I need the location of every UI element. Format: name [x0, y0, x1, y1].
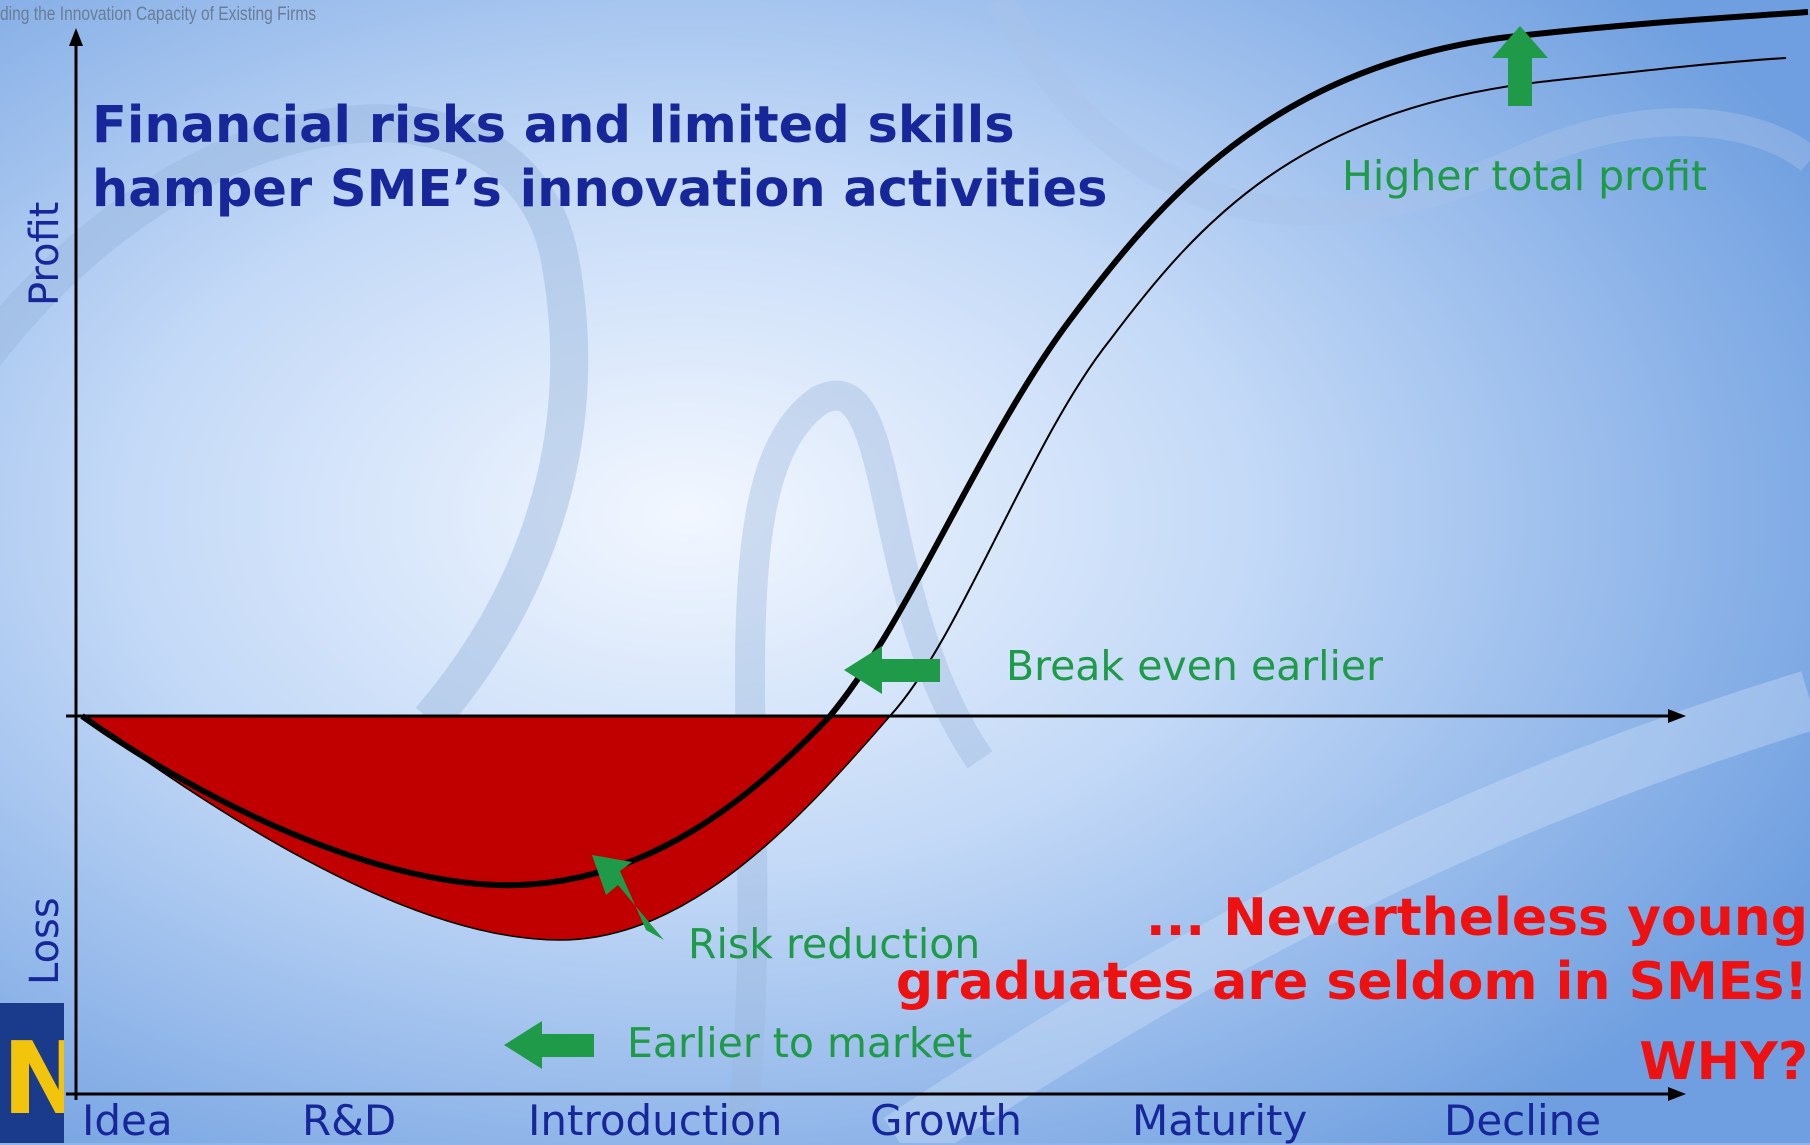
annotation-higher-total-profit: Higher total profit	[1342, 152, 1708, 200]
y-axis-arrowhead	[69, 28, 83, 46]
x-axis-stages-arrowhead	[1668, 1087, 1686, 1101]
arrow-diagonal-icon	[592, 855, 664, 940]
stage-label: Growth	[870, 1096, 1023, 1145]
arrow-left-icon	[504, 1021, 594, 1069]
logo-icon: N	[0, 1003, 64, 1143]
arrow-up-icon	[1492, 26, 1548, 106]
stage-label: Maturity	[1132, 1096, 1308, 1145]
arrow-left-icon	[844, 646, 940, 694]
improved-profit-curve	[80, 9, 1809, 889]
y-axis-label-profit: Profit	[22, 201, 68, 306]
annotation-break-even-earlier: Break even earlier	[1006, 642, 1384, 690]
header-caption: ding the Innovation Capacity of Existing…	[0, 4, 317, 25]
loss-area	[79, 715, 892, 941]
title-line-2: hamper SME’s innovation activities	[92, 160, 1108, 219]
y-axis-label-loss: Loss	[22, 897, 68, 985]
stage-label: Idea	[82, 1096, 173, 1145]
annotation-risk-reduction: Risk reduction	[688, 920, 981, 968]
stage-label: R&D	[302, 1096, 397, 1145]
conclusion-line-2: graduates are seldom in SMEs!	[895, 952, 1808, 1012]
title-line-1: Financial risks and limited skills	[92, 96, 1015, 155]
stage-label: Introduction	[528, 1096, 783, 1145]
original-profit-curve	[889, 57, 1787, 717]
page-title: Financial risks and limited skills hampe…	[92, 94, 1107, 222]
conclusion-line-1: ... Nevertheless young	[1145, 888, 1808, 948]
annotation-earlier-to-market: Earlier to market	[627, 1019, 973, 1067]
x-axis-zero-arrowhead	[1668, 709, 1686, 723]
stage-label: Decline	[1444, 1096, 1602, 1145]
logo-glyph: N	[2, 1020, 64, 1137]
conclusion-line-3: WHY?	[1639, 1032, 1808, 1092]
